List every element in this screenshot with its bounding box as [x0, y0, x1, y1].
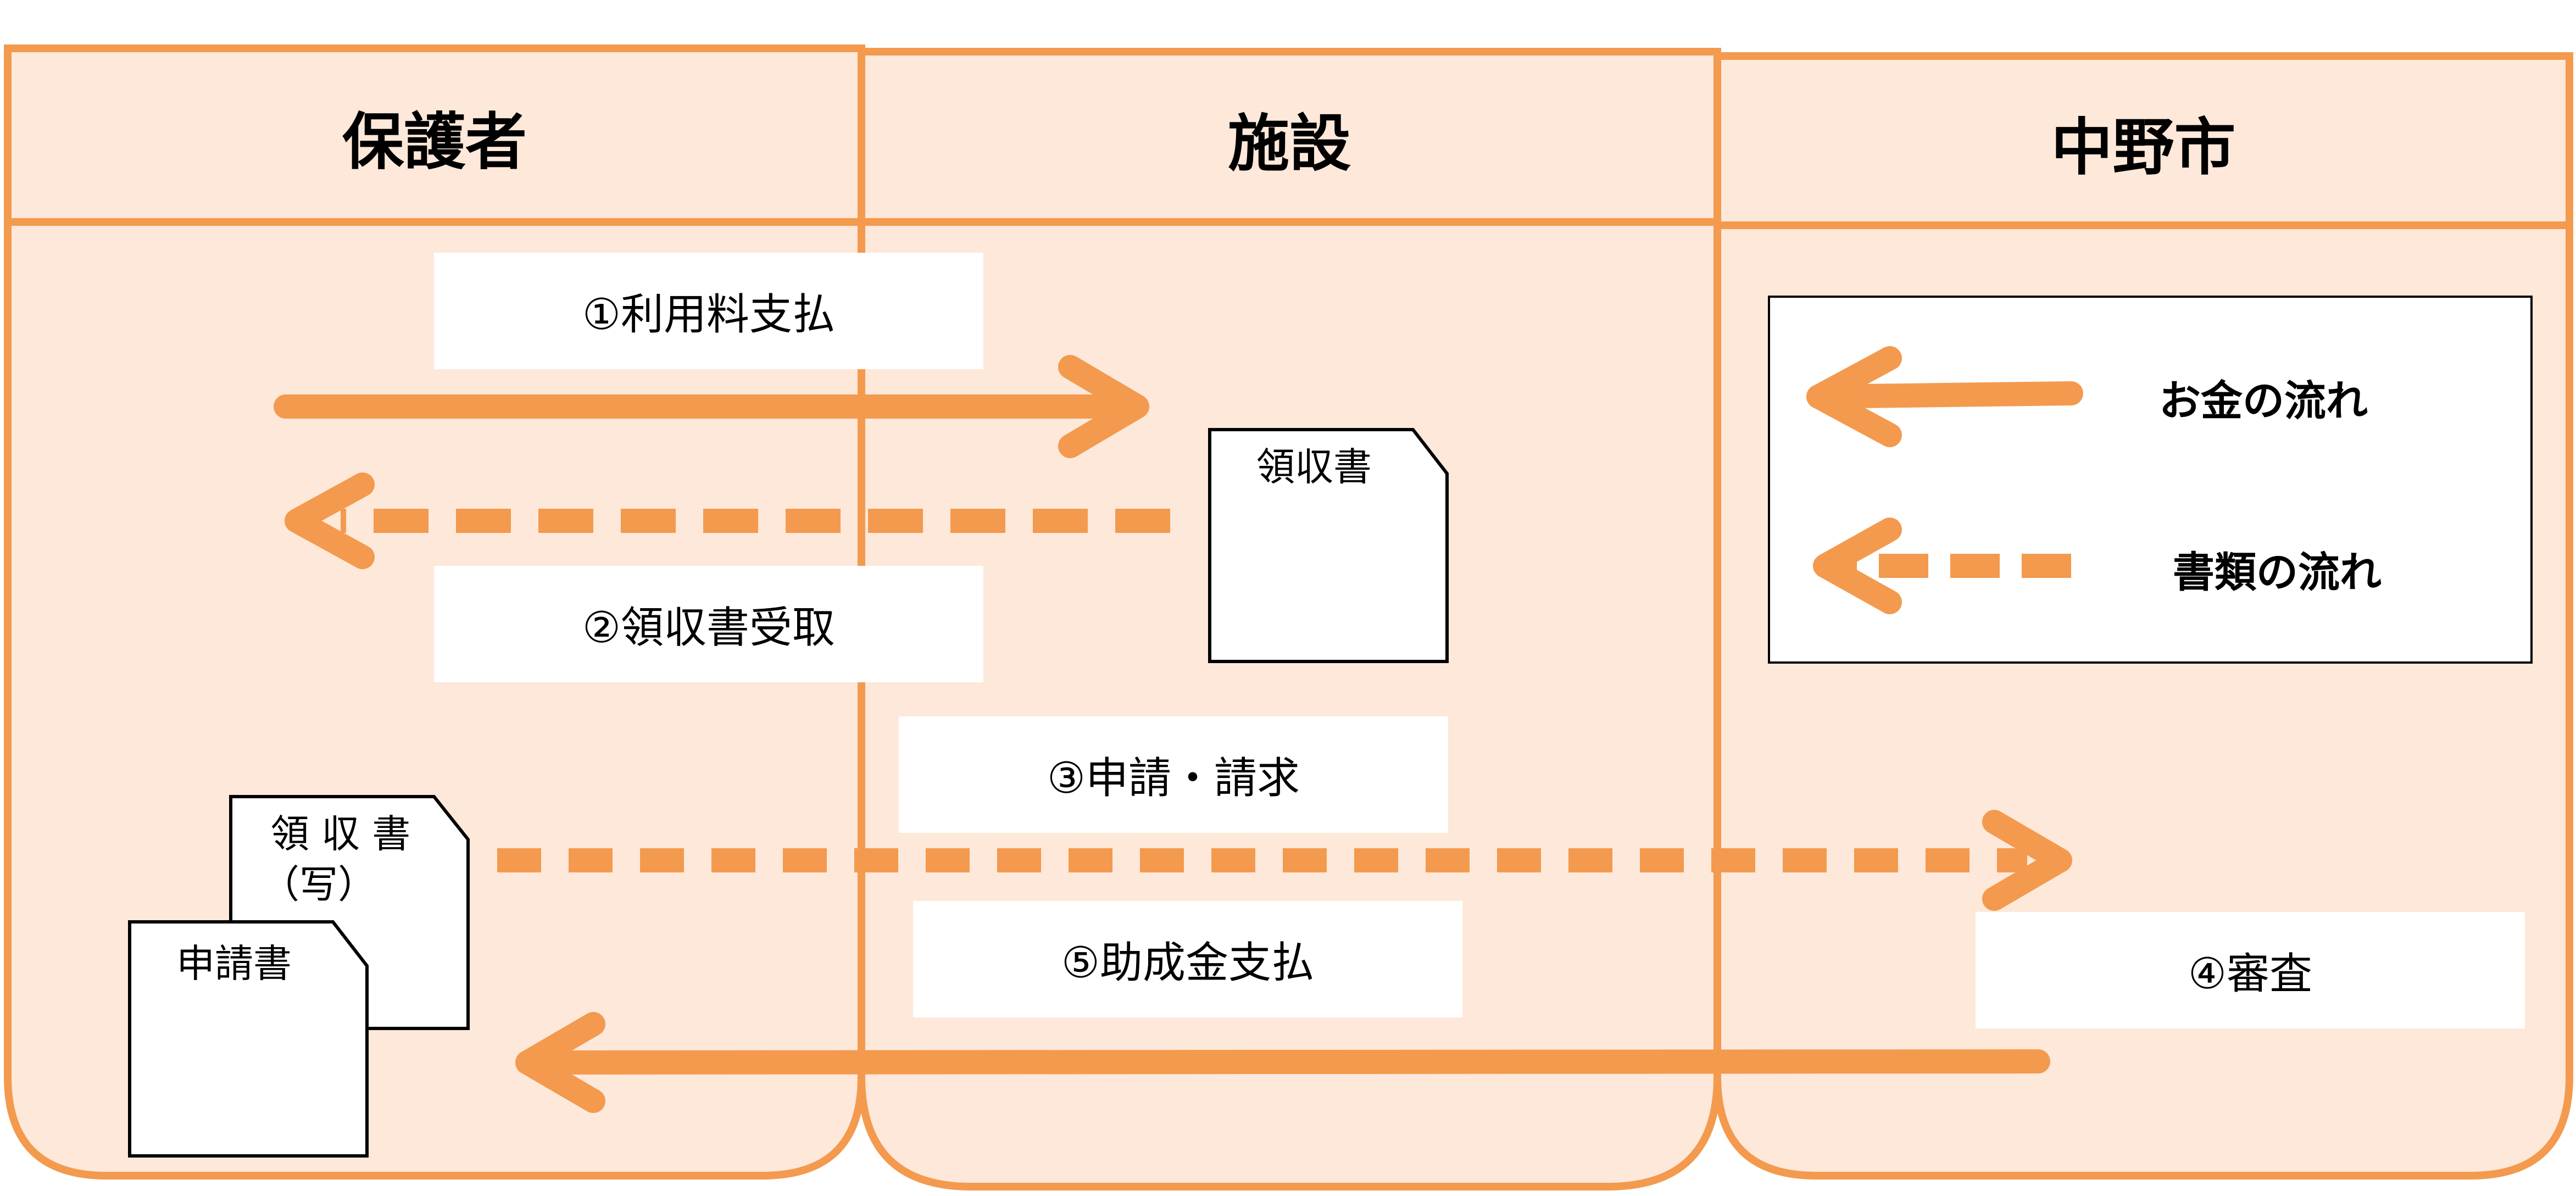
legend-money-arrow [1806, 346, 2083, 447]
lane-header-guardian: 保護者 [342, 107, 527, 178]
arrow-receipt-return [285, 472, 1170, 569]
step1-label: ①利用料支払 [434, 253, 983, 369]
receipt-copy-label-line1: 領 収 書 [270, 811, 411, 856]
arrow-subsidy [515, 1012, 2050, 1113]
step3-label: ③申請・請求 [899, 716, 1448, 833]
receipt-document-label: 領収書 [1256, 444, 1372, 489]
receipt-copy-label-line2: （写） [261, 862, 376, 907]
arrow-payment-fee [274, 355, 1149, 458]
step2-label: ②領収書受取 [434, 566, 983, 682]
legend-document-label: 書類の流れ [2173, 548, 2382, 597]
legend-money-label: お金の流れ [2159, 376, 2368, 425]
application-document-icon [128, 920, 369, 1158]
application-document-label: 申請書 [176, 941, 292, 986]
arrow-application [497, 810, 2072, 911]
receipt-document-icon [1208, 428, 1449, 663]
lane-header-city: 中野市 [2051, 112, 2236, 183]
step4-label: ④審査 [1976, 912, 2525, 1028]
lane-header-facility: 施設 [1228, 108, 1351, 180]
legend-document-arrow [1813, 518, 2071, 614]
step5-label: ⑤助成金支払 [913, 901, 1462, 1017]
